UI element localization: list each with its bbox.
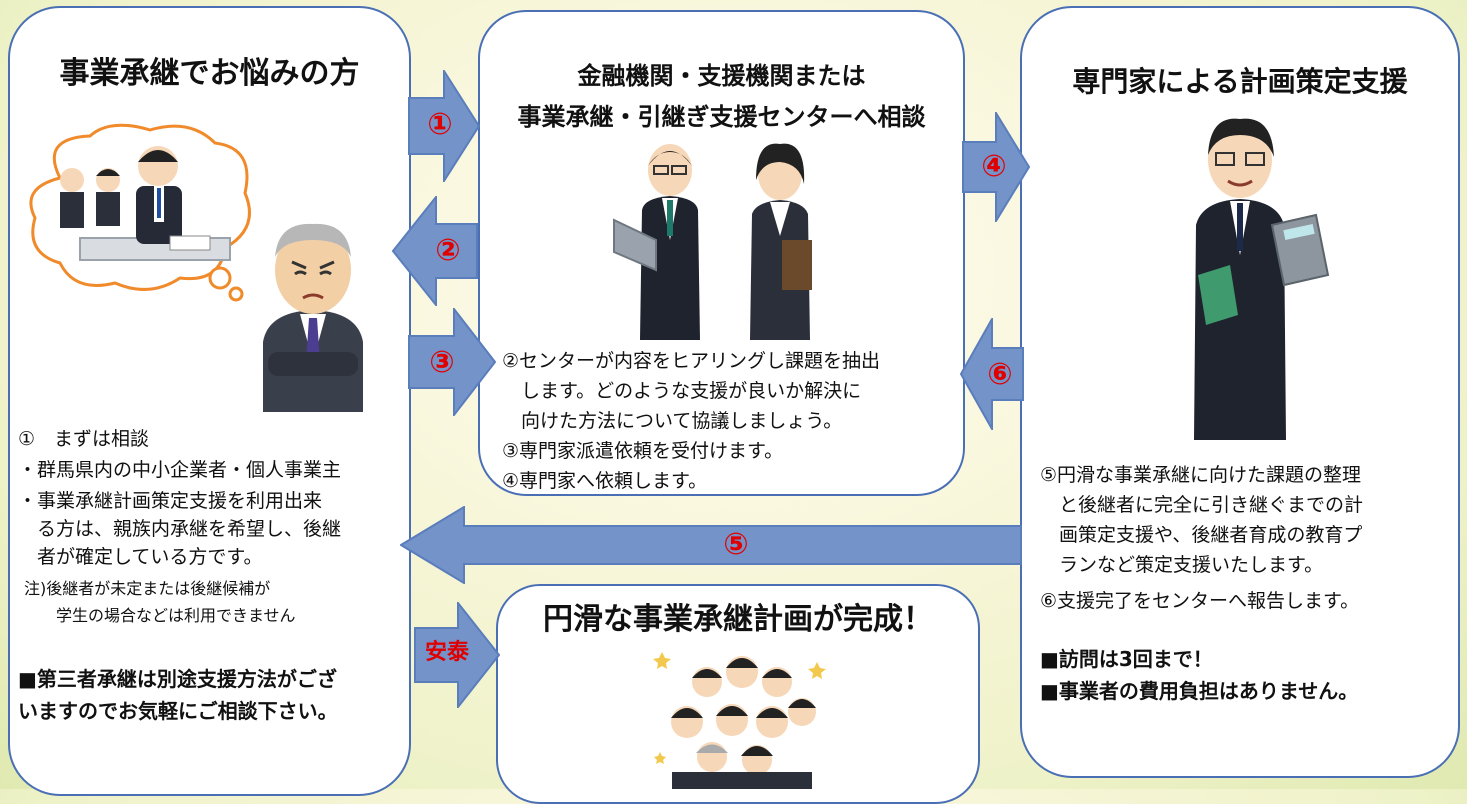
right-panel-bold-1: ■訪問は3回まで！ xyxy=(1040,647,1213,671)
center-panel-line-2: します。どのような支援が良いか解決に xyxy=(502,380,862,402)
left-panel-title: 事業承継でお悩みの方 xyxy=(59,56,360,91)
bottom-panel xyxy=(496,584,980,804)
left-panel-note-1: 注)後継者が未定または後継候補が xyxy=(24,579,271,598)
right-panel-bold-2: ■事業者の費用負担はありません。 xyxy=(1040,679,1359,703)
final-label: 安泰 xyxy=(424,640,469,665)
center-panel-line-4: ③専門家派遣依頼を受付けます。 xyxy=(502,440,784,462)
troubled-owner-illustration xyxy=(263,223,363,412)
thought-bubble-illustration xyxy=(29,123,251,302)
bottom-panel-title: 円滑な事業承継計画が完成！ xyxy=(543,602,933,637)
arrow-step-1 xyxy=(408,70,480,182)
step-6-label: ⑥ xyxy=(987,357,1013,392)
left-panel-line-5: 者が確定している方です。 xyxy=(18,546,263,568)
arrow-step-6 xyxy=(960,318,1024,430)
expert-illustration xyxy=(1194,118,1330,440)
left-panel-note-2: 学生の場合などは利用できません xyxy=(24,606,296,625)
left-panel-line-2: ・群馬県内の中小企業者・個人事業主 xyxy=(18,459,342,481)
arrow-step-5 xyxy=(400,506,1022,584)
center-panel-line-1: ②センターが内容をヒアリングし課題を抽出 xyxy=(502,350,881,372)
center-panel-title-1: 金融機関・支援機関または xyxy=(577,62,866,90)
center-panel-title-2: 事業承継・引継ぎ支援センターへ相談 xyxy=(517,103,926,131)
right-panel-line-4: ランなど策定支援いたします。 xyxy=(1040,554,1324,576)
step-1-label: ① xyxy=(427,107,453,142)
arrow-step-2 xyxy=(392,196,478,306)
consultants-illustration xyxy=(613,143,812,340)
center-panel-line-5: ④専門家へ依頼します。 xyxy=(502,470,708,492)
celebrating-crowd-illustration xyxy=(653,652,826,789)
step-2-label: ② xyxy=(435,233,461,268)
step-3-label: ③ xyxy=(429,345,455,380)
right-panel-line-5: ⑥支援完了をセンターへ報告します。 xyxy=(1040,590,1360,612)
left-panel-line-4: る方は、親族内承継を希望し、後継 xyxy=(18,518,342,540)
step-5-label: ⑤ xyxy=(723,527,749,562)
left-panel-bold-1: ■第三者承継は別途支援方法がござ xyxy=(18,667,337,691)
left-panel-bold-2: いますのでお気軽にご相談下さい。 xyxy=(18,699,338,723)
left-panel-line-1: ① まずは相談 xyxy=(18,428,150,450)
arrow-step-3 xyxy=(408,308,496,416)
left-panel-line-3: ・事業承継計画策定支援を利用出来 xyxy=(18,490,323,512)
center-panel xyxy=(478,10,965,496)
center-panel-line-3: 向けた方法について協議しましょう。 xyxy=(502,410,843,432)
right-panel-line-1: ⑤円滑な事業承継に向けた課題の整理 xyxy=(1040,464,1362,486)
step-4-label: ④ xyxy=(981,149,1007,184)
arrow-step-4 xyxy=(962,112,1030,222)
right-panel-title: 専門家による計画策定支援 xyxy=(1072,65,1408,98)
right-panel-line-3: 画策定支援や、後継者育成の教育プ xyxy=(1040,524,1363,546)
right-panel-line-2: と後継者に完全に引き継ぐまでの計 xyxy=(1040,494,1364,516)
arrow-final xyxy=(414,602,500,708)
